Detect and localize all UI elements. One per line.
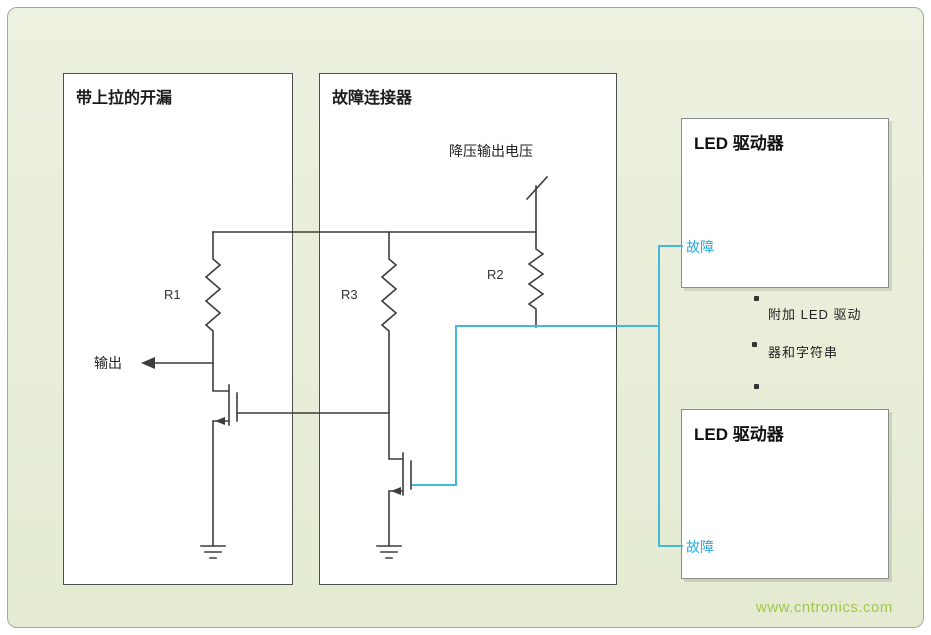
led1-fault-port-label: 故障 (684, 236, 722, 258)
additional-drivers-note-line1: 附加 LED 驱动 (768, 307, 862, 322)
supply-voltage-label: 降压输出电压 (449, 143, 533, 159)
r3-label: R3 (341, 287, 358, 302)
ellipsis-dot (752, 342, 757, 347)
additional-drivers-note-line2: 器和字符串 (768, 345, 839, 360)
led2-fault-port-label: 故障 (684, 536, 722, 558)
r1-label: R1 (164, 287, 181, 302)
ellipsis-dot (754, 384, 759, 389)
output-label: 输出 (94, 355, 122, 371)
led-driver-1-title: LED 驱动器 (694, 134, 784, 153)
panel-background: 带上拉的开漏 故障连接器 LED 驱动器 LED 驱动器 (7, 7, 924, 628)
r2-label: R2 (487, 267, 504, 282)
open-drain-box-title: 带上拉的开漏 (76, 90, 173, 107)
open-drain-box: 带上拉的开漏 (63, 73, 293, 585)
ellipsis-dot (754, 296, 759, 301)
led-driver-box-1: LED 驱动器 (681, 118, 889, 288)
fault-connector-box-title: 故障连接器 (332, 90, 413, 107)
watermark-text: www.cntronics.com (756, 599, 893, 616)
led-driver-2-title: LED 驱动器 (694, 425, 784, 444)
